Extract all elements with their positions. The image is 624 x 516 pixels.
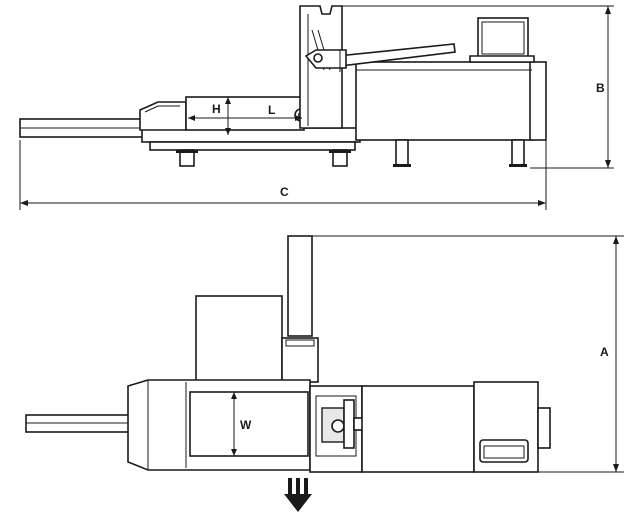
side-end-plate <box>529 61 547 141</box>
side-leg-2 <box>511 139 525 167</box>
dim-label-w: W <box>240 418 252 432</box>
side-bale-chamber <box>185 96 305 131</box>
top-chute-column <box>287 235 313 337</box>
top-bale <box>189 391 309 457</box>
dim-label-h: H <box>212 102 221 116</box>
side-main-body <box>355 61 533 141</box>
dim-label-a: A <box>600 345 609 359</box>
side-control-box <box>477 17 529 59</box>
dim-label-b: B <box>596 81 605 95</box>
dim-label-l: L <box>268 103 275 117</box>
top-handle <box>479 439 529 463</box>
side-frame-lower <box>149 141 356 151</box>
top-view: W A <box>25 235 624 512</box>
top-pivot-block <box>281 337 319 383</box>
dim-label-c: C <box>280 185 289 199</box>
top-side-box <box>195 295 283 383</box>
side-view: H L B C <box>19 5 614 210</box>
output-direction-arrow <box>284 478 312 512</box>
top-end-plate <box>537 407 551 449</box>
top-main-body <box>361 385 475 473</box>
side-leg-1 <box>395 139 409 167</box>
